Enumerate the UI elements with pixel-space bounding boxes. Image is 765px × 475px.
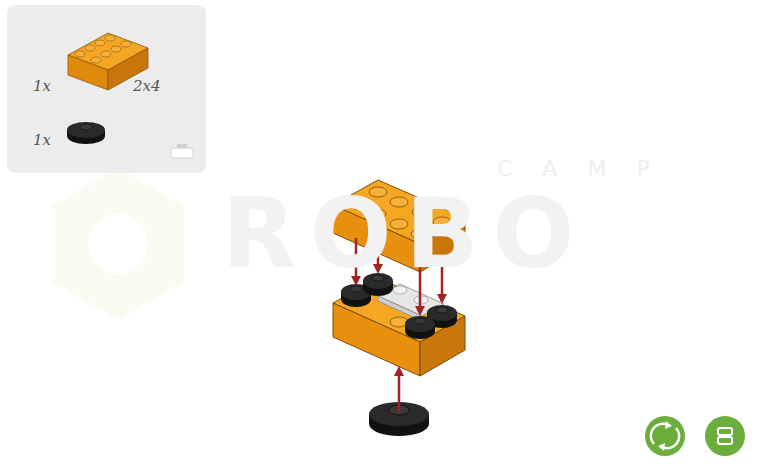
watermark-text: CAMP <box>497 158 680 180</box>
parts-button <box>705 416 745 456</box>
round-plates <box>341 273 457 339</box>
watermark-hexagon <box>52 168 184 320</box>
part-size: 2x4 <box>133 79 161 94</box>
parts-panel <box>7 5 206 173</box>
part-count: 1x <box>33 79 51 94</box>
rotate-button <box>645 416 685 456</box>
part-count: 1x <box>33 133 51 148</box>
panel-icon <box>171 144 193 158</box>
round-plate-icon <box>67 122 105 144</box>
watermark-text: ROBO <box>222 186 588 282</box>
bottom-brick <box>333 278 465 376</box>
watermark-hole <box>88 214 148 274</box>
